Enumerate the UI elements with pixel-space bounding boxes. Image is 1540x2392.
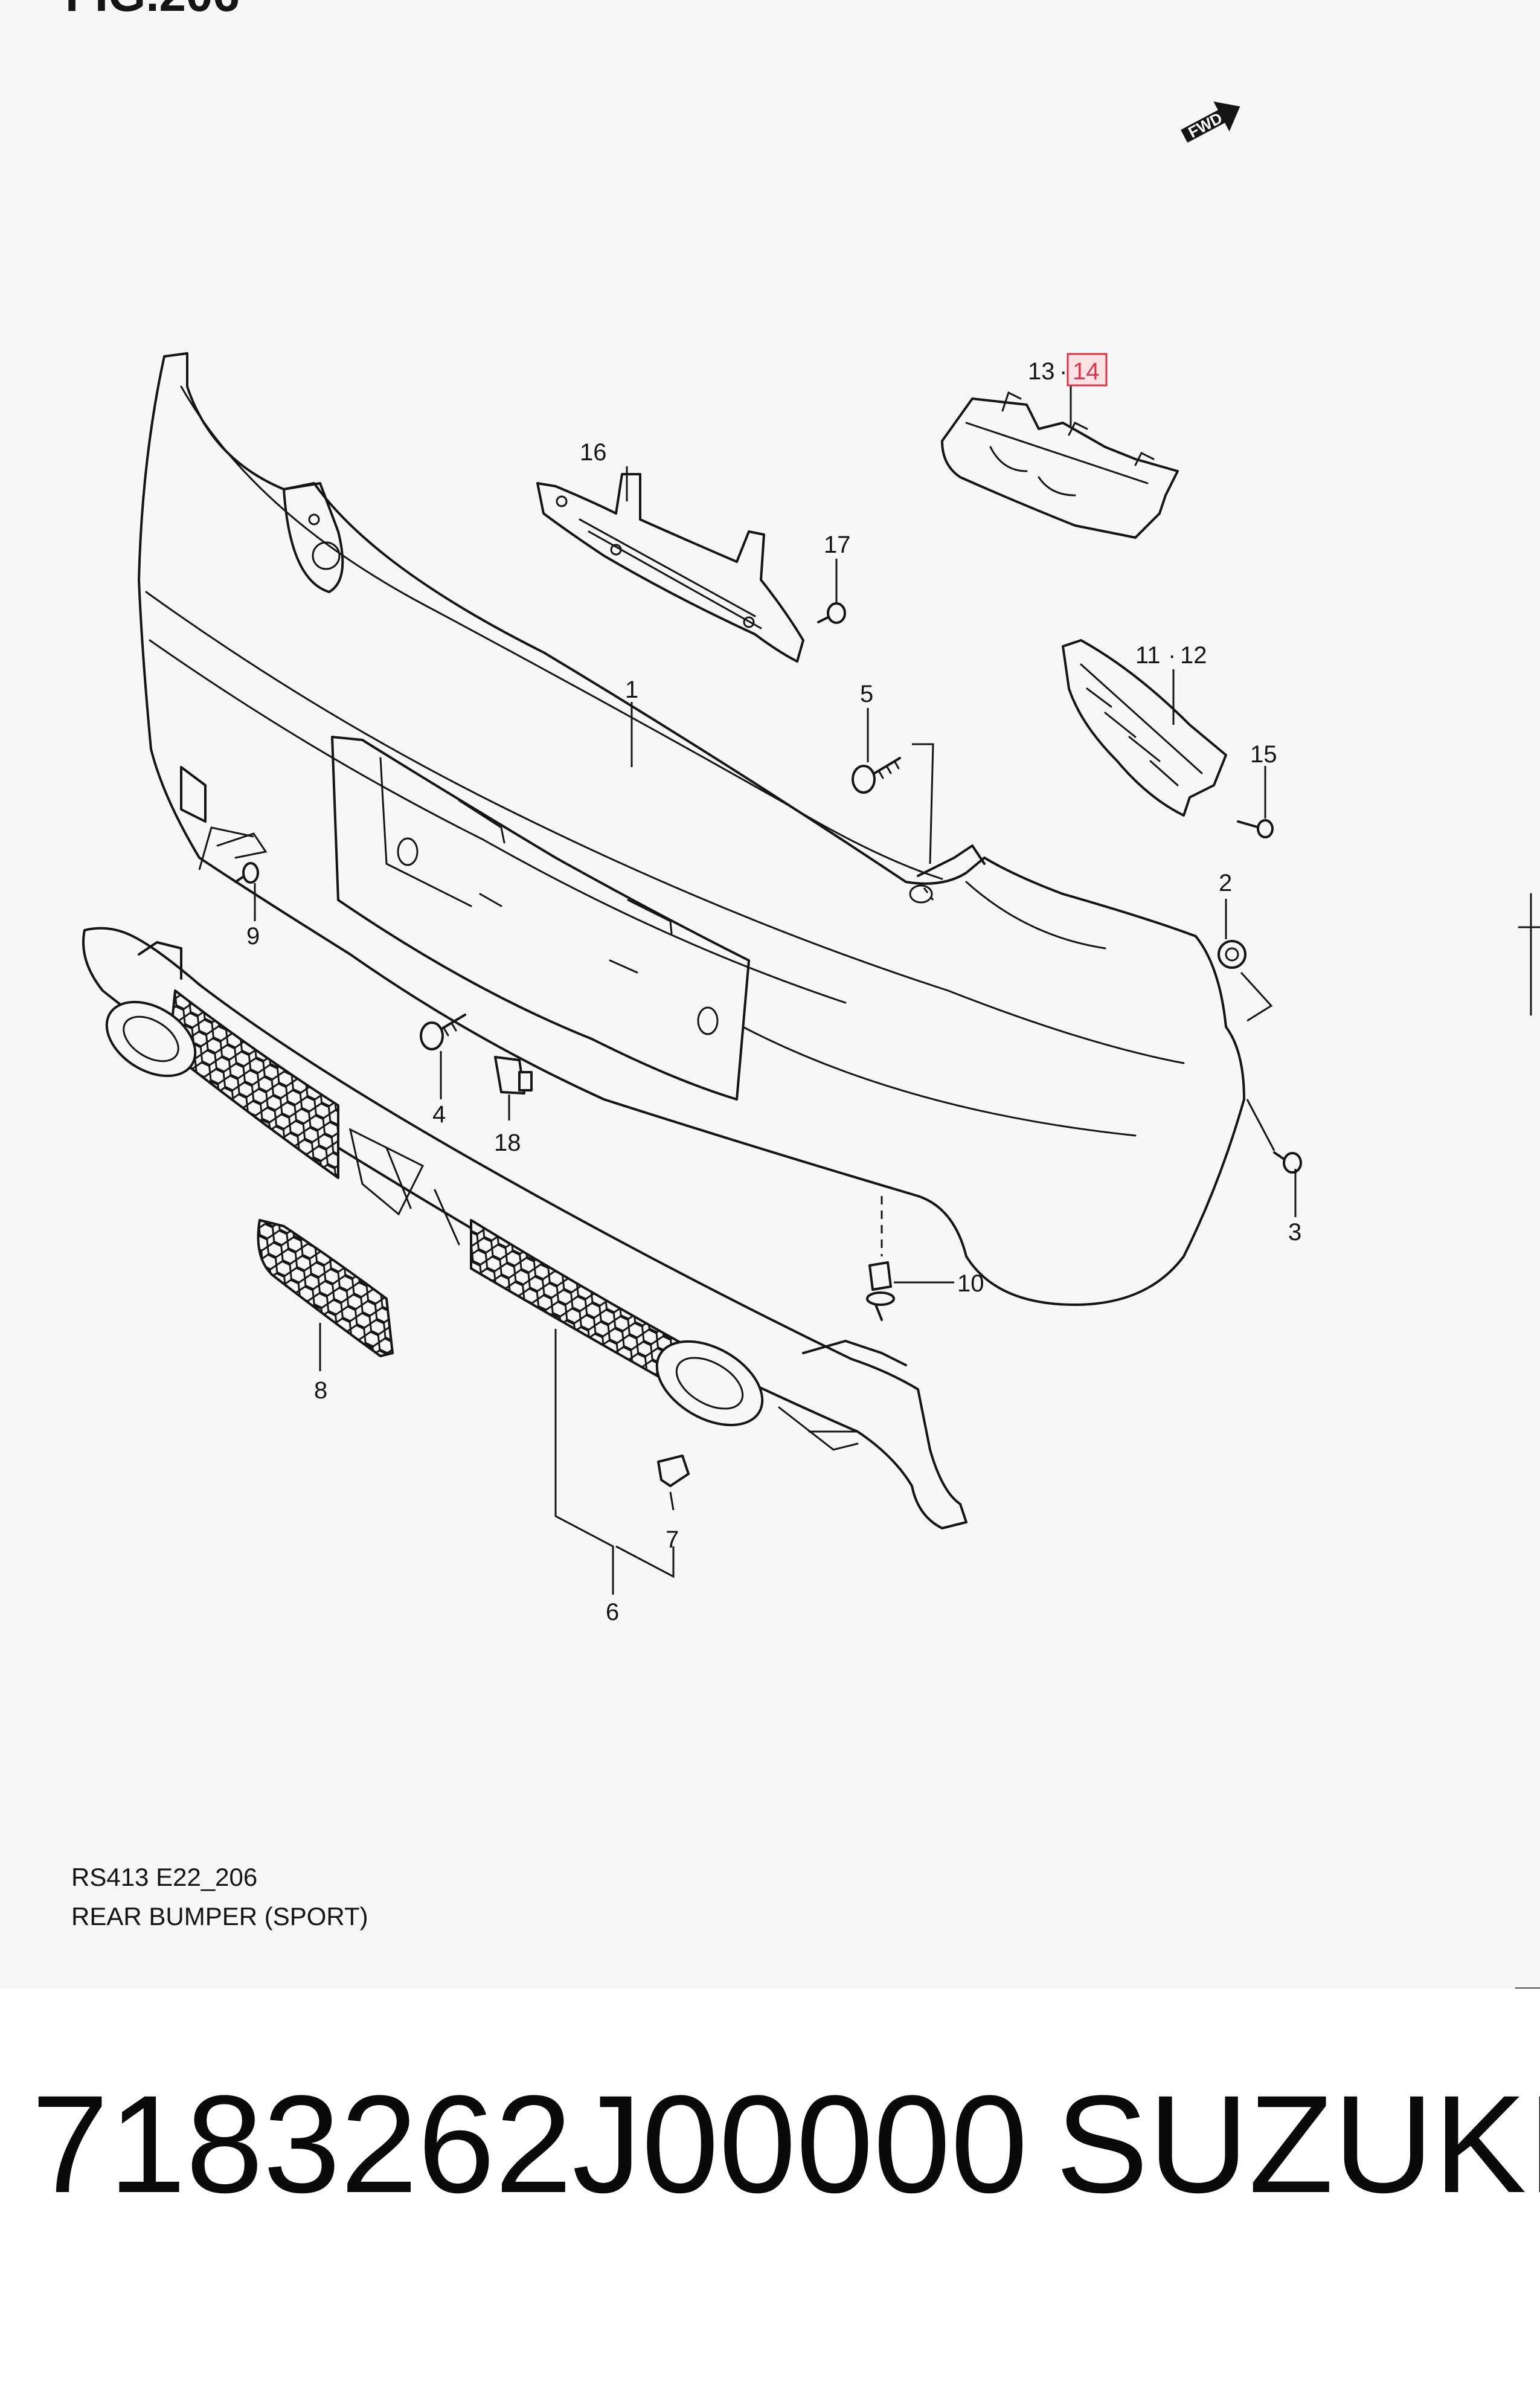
callout-12: 12 bbox=[1180, 642, 1207, 669]
leader-lines bbox=[198, 385, 1297, 1595]
callout-labels: 1 2 3 4 5 6 7 8 9 10 11 · 12 13 · 14 15 … bbox=[246, 353, 1301, 1625]
fwd-label: FWD bbox=[1185, 109, 1225, 141]
callout-9: 9 bbox=[246, 923, 260, 950]
bolt-5-icon bbox=[852, 757, 901, 794]
callout-separator-11-12: · bbox=[1168, 642, 1176, 669]
callout-14: 14 bbox=[1073, 358, 1100, 385]
callout-15: 15 bbox=[1250, 741, 1277, 768]
callout-6: 6 bbox=[606, 1599, 619, 1625]
callout-18: 18 bbox=[494, 1130, 521, 1156]
diagram-model-code: RS413 E22_206 bbox=[71, 1863, 257, 1891]
side-mesh-insert bbox=[257, 1219, 394, 1357]
bolt-4-icon bbox=[420, 1014, 466, 1050]
fwd-arrow-icon: FWD bbox=[1181, 101, 1240, 143]
nut-2-icon bbox=[1218, 940, 1246, 969]
callout-2: 2 bbox=[1219, 870, 1232, 896]
product-identification: 7183262J00000 SUZUKI bbox=[0, 2036, 1540, 2253]
diagram-caption-title: REAR BUMPER (SPORT) bbox=[71, 1902, 368, 1931]
callout-7: 7 bbox=[666, 1526, 679, 1553]
clip-18-icon bbox=[494, 1056, 533, 1095]
parts-diagram-sheet: FIG.206 FWD bbox=[65, 0, 1540, 1989]
callout-11: 11 bbox=[1135, 642, 1161, 669]
clip-10-icon bbox=[866, 1261, 895, 1321]
rear-bumper-lower-grille bbox=[82, 927, 967, 1529]
screw-17-icon bbox=[817, 602, 846, 624]
exploded-view-drawing: FIG.206 FWD bbox=[65, 0, 1540, 1989]
screw-3-icon bbox=[1273, 1151, 1302, 1174]
callout-17: 17 bbox=[824, 532, 851, 558]
part-number: 7183262J00000 bbox=[31, 2066, 1028, 2222]
callout-10: 10 bbox=[957, 1270, 984, 1297]
figure-title: FIG.206 bbox=[65, 0, 240, 21]
callout-4: 4 bbox=[432, 1101, 446, 1128]
side-bumper-bracket bbox=[1062, 639, 1227, 817]
rear-bumper-cover bbox=[138, 352, 1245, 1306]
callout-8: 8 bbox=[314, 1377, 327, 1404]
callout-3: 3 bbox=[1288, 1219, 1301, 1246]
callout-1: 1 bbox=[625, 677, 638, 703]
upper-bumper-holder bbox=[941, 391, 1179, 539]
screw-15-icon bbox=[1237, 819, 1274, 838]
center-reinforcement-bracket bbox=[536, 473, 804, 663]
callout-separator-13-14: · bbox=[1059, 358, 1067, 385]
brand-name: SUZUKI bbox=[1056, 2066, 1540, 2222]
callout-14-highlight-box bbox=[1067, 353, 1108, 387]
callout-5: 5 bbox=[860, 681, 873, 707]
screw-9-icon bbox=[234, 862, 259, 884]
callout-13: 13 bbox=[1028, 358, 1055, 385]
callout-16: 16 bbox=[580, 439, 607, 466]
clip-7-icon bbox=[657, 1455, 690, 1487]
